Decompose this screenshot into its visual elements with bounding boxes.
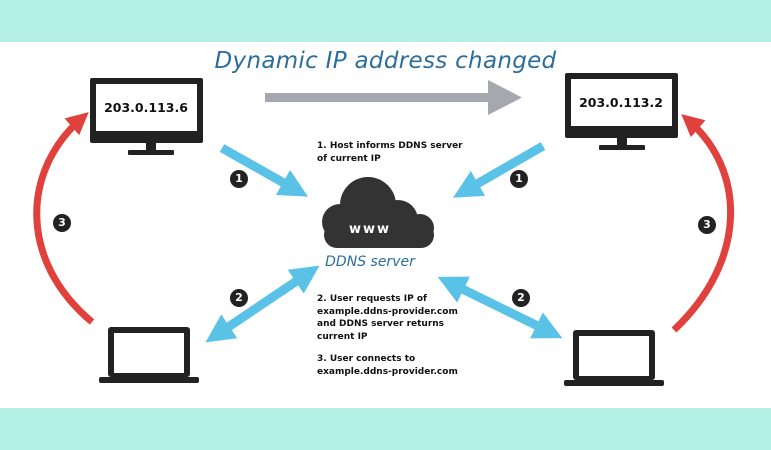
step3-line: 3. User connects to — [317, 354, 416, 364]
right-monitor-icon — [565, 73, 678, 150]
right-host-ip: 203.0.113.2 — [579, 95, 663, 110]
right-host-to-server-arrow — [453, 142, 546, 198]
step1-badge-right: 1 — [510, 170, 528, 188]
step3-badge-right: 3 — [698, 216, 716, 234]
step2-note: 2. User requests IP of example.ddns-prov… — [317, 293, 458, 343]
step3-badge-left: 3 — [53, 214, 71, 232]
server-label: DDNS server — [325, 254, 415, 270]
step1-note: 1. Host informs DDNS server of current I… — [317, 140, 463, 165]
left-host-ip: 203.0.113.6 — [104, 100, 188, 115]
left-laptop-icon — [99, 327, 199, 383]
cloud-icon — [322, 177, 434, 248]
step2-badge-right: 2 — [512, 289, 530, 307]
step2-line: and DDNS server returns — [317, 319, 445, 329]
step1-line: 1. Host informs DDNS server — [317, 141, 463, 151]
right-user-server-arrow — [437, 276, 563, 339]
step2-badge-left: 2 — [230, 289, 248, 307]
step2-line: example.ddns-provider.com — [317, 306, 458, 317]
step3-note: 3. User connects to example.ddns-provide… — [317, 353, 458, 378]
right-laptop-icon — [564, 330, 664, 386]
step3-line: example.ddns-provider.com — [317, 366, 458, 377]
left-host-to-server-arrow — [219, 144, 309, 197]
left-connect-arrow — [33, 112, 95, 325]
step1-badge-left: 1 — [230, 170, 248, 188]
step1-line: of current IP — [317, 153, 381, 164]
step2-line: current IP — [317, 331, 368, 342]
left-user-server-arrow — [205, 265, 320, 343]
left-monitor-icon — [90, 78, 203, 155]
bottom-band — [0, 408, 771, 450]
diagram-title: Dynamic IP address changed — [214, 48, 557, 74]
right-connect-arrow — [671, 114, 735, 333]
cloud-text: www — [348, 222, 392, 237]
step2-line: 2. User requests IP of — [317, 294, 427, 304]
ip-change-arrow — [265, 80, 522, 115]
top-band — [0, 0, 771, 42]
